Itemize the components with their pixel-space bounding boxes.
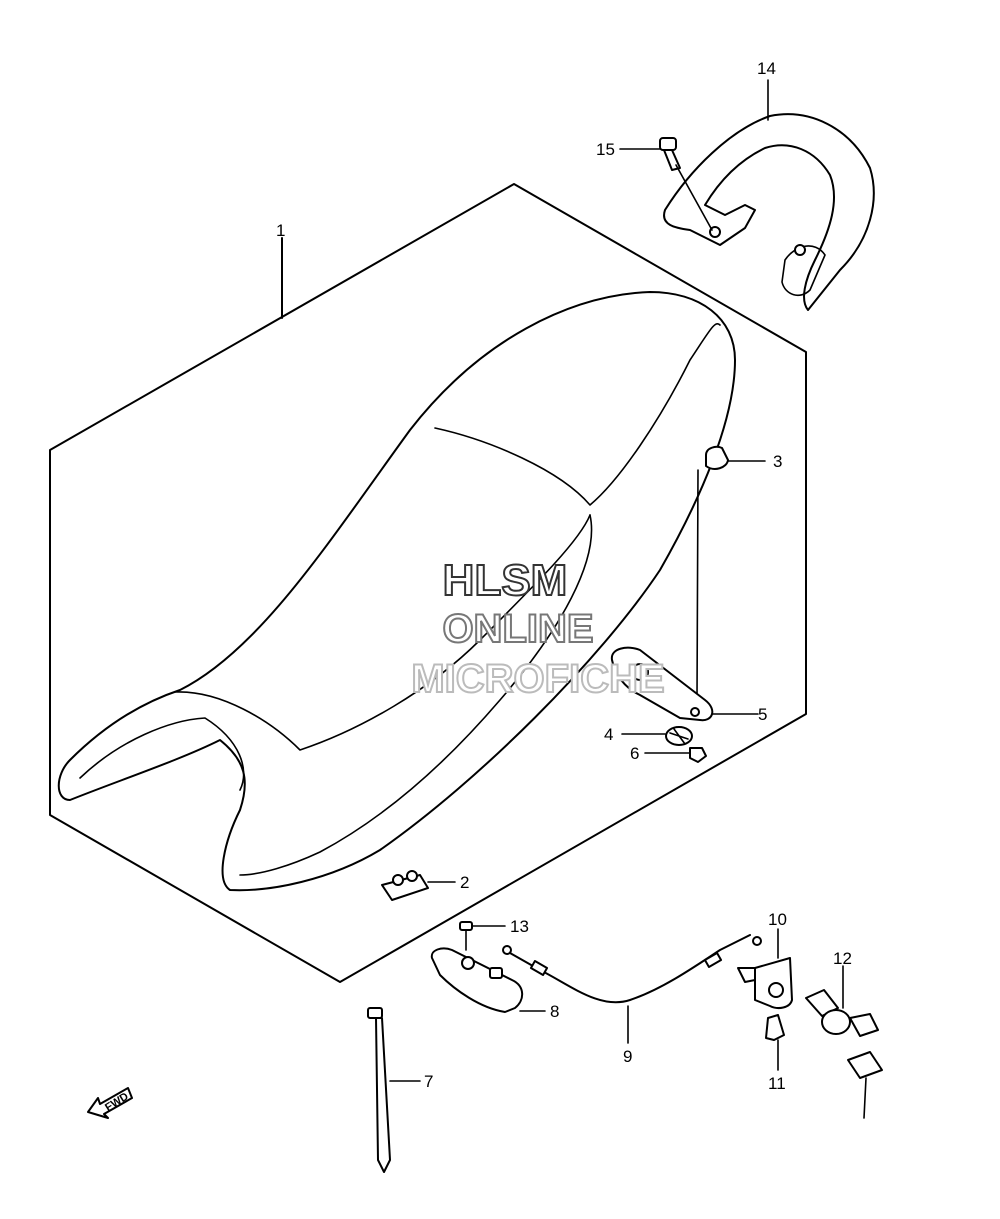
screw-13	[459, 921, 473, 951]
watermark: HLSM ONLINE MICROFICHE	[410, 555, 665, 702]
callout-8: 8	[550, 1002, 559, 1021]
callout-13: 13	[510, 917, 529, 936]
callout-15: 15	[596, 140, 615, 159]
callout-3: 3	[773, 452, 782, 471]
callout-7: 7	[424, 1072, 433, 1091]
cushion-3	[705, 445, 729, 470]
cable-bracket-10	[737, 957, 793, 1009]
callout-12: 12	[833, 949, 852, 968]
nut-6	[689, 747, 707, 763]
damper-4	[665, 726, 693, 746]
callout-6: 6	[630, 744, 639, 763]
key-lock-12	[805, 989, 883, 1119]
watermark-line-1: HLSM	[443, 556, 568, 605]
buffer-2	[381, 870, 429, 901]
callout-5: 5	[758, 705, 767, 724]
callout-10: 10	[768, 910, 787, 929]
callout-4: 4	[604, 725, 613, 744]
clip-11	[765, 1014, 785, 1041]
watermark-line-3: MICROFICHE	[411, 657, 664, 701]
seat-cushion	[57, 291, 736, 892]
grab-rail	[663, 113, 875, 311]
callout-9: 9	[623, 1047, 632, 1066]
callout-14: 14	[757, 59, 776, 78]
bracket-plate-5	[610, 646, 714, 722]
cable-9	[502, 934, 762, 1004]
fwd-direction-badge: FWD	[87, 1087, 133, 1119]
assembly-box-outline	[49, 183, 807, 983]
watermark-line-2: ONLINE	[442, 607, 593, 651]
cable-tie-7	[367, 1007, 391, 1173]
callout-11: 11	[768, 1074, 786, 1093]
seat-lock-8	[430, 947, 524, 1013]
callout-2: 2	[460, 873, 469, 892]
callout-1: 1	[276, 221, 285, 240]
